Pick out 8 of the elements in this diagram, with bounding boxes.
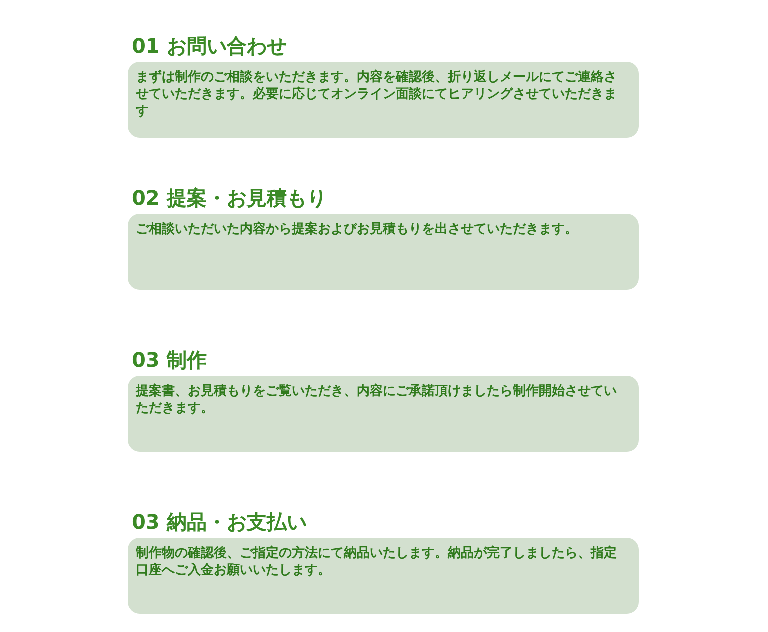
step-heading: 03 制作: [132, 348, 207, 372]
step-heading: 03 納品・お支払い: [132, 510, 307, 534]
body-text: まずは制作のご相談をいただきます。内容を確認後、折り返しメールにてご連絡させていただきます。必要に応じてオンライン面談にてヒアリングさせていただきます: [136, 69, 618, 120]
body-text: ご相談いただいた内容から提案およびお見積もりを出させていただきます。: [136, 221, 579, 238]
body-text: 制作物の確認後、ご指定の方法にて納品いたします。納品が完了しましたら、指定口座へご入金お願いいたします。: [136, 545, 618, 579]
step-heading: 02 提案・お見積もり: [132, 186, 327, 210]
step-heading: 01 お問い合わせ: [132, 34, 287, 58]
body-text: 提案書、お見積もりをご覧いただき、内容にご承諾頂けましたら制作開始させていただきます。: [136, 383, 618, 417]
